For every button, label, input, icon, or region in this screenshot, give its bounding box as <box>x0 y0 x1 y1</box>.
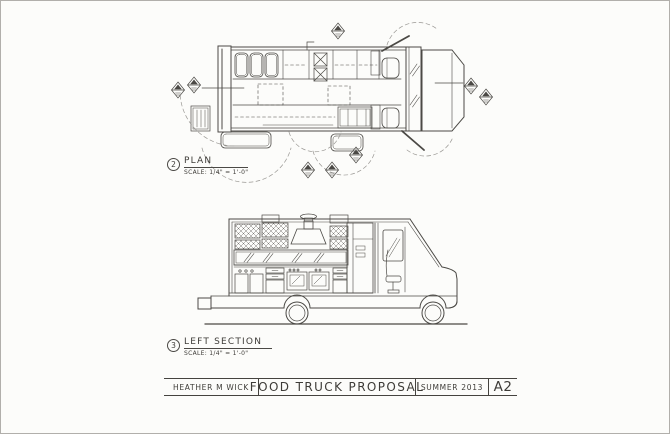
hood-plan <box>421 49 465 132</box>
plan-label-text: PLAN SCALE: 1/4" = 1'-0" <box>184 156 249 176</box>
section-number: 3 <box>171 341 176 350</box>
tall-fridge-cabinet <box>346 222 374 294</box>
plan-scale: SCALE: 1/4" = 1'-0" <box>184 169 249 176</box>
roof-box <box>329 214 349 224</box>
section-title: LEFT SECTION <box>184 337 273 349</box>
elevation-marker-icon <box>171 81 185 99</box>
elevation-marker-icon <box>301 161 315 179</box>
section-scale: SCALE: 1/4" = 1'-0" <box>184 350 249 357</box>
reference-leaders <box>201 41 464 89</box>
counter-top-plan <box>232 49 402 80</box>
rear-generator-box <box>190 105 211 132</box>
oven-two <box>308 271 330 291</box>
title-block-project: FOOD TRUCK PROPOSAL <box>249 380 425 394</box>
plan-number-bubble: 2 <box>167 158 180 171</box>
lower-cabinets-section <box>233 264 349 294</box>
hood-front <box>441 266 458 309</box>
cab-door-window <box>382 229 404 262</box>
chassis <box>210 294 458 309</box>
elevation-marker-icon <box>331 22 345 40</box>
rear-step <box>197 297 212 310</box>
cab-plan <box>370 50 400 130</box>
upper-cabinets-hatched <box>234 214 349 250</box>
truck-body-plan <box>217 45 465 133</box>
elevation-marker-icon <box>325 161 339 179</box>
front-wheel <box>421 301 445 325</box>
roof-box <box>261 214 280 223</box>
rear-door-panel <box>217 45 232 133</box>
driver-seat-section <box>385 249 402 294</box>
oven-one <box>286 271 308 291</box>
driver-seat-plan <box>381 57 400 79</box>
section-label-text: LEFT SECTION SCALE: 1/4" = 1'-0" <box>184 337 273 357</box>
cab-section <box>374 222 406 294</box>
roof-vent-flag <box>306 41 315 51</box>
swing-arcs-dashed <box>179 22 454 183</box>
section-label: 3 LEFT SECTION SCALE: 1/4" = 1'-0" <box>167 337 273 357</box>
elevation-marker-icon <box>187 76 201 94</box>
fold-out-shelves <box>220 131 364 152</box>
windshield-glass-marks <box>409 63 420 108</box>
glass-window-band <box>233 249 349 266</box>
elevation-marker-icon <box>479 88 493 106</box>
plan-label: 2 PLAN SCALE: 1/4" = 1'-0" <box>167 156 249 176</box>
title-block: HEATHER M WICK FOOD TRUCK PROPOSAL SUMME… <box>164 378 517 396</box>
serving-counter-plan <box>232 104 402 129</box>
passenger-seat-plan <box>381 107 400 129</box>
range-burners <box>313 52 328 82</box>
windshield-band-plan <box>405 46 422 132</box>
section-drawing <box>197 213 468 325</box>
section-number-bubble: 3 <box>167 339 180 352</box>
wheels <box>285 301 445 325</box>
elevation-markers <box>171 22 493 179</box>
title-block-sheet-number: A2 <box>493 379 513 395</box>
title-block-date: SUMMER 2013 <box>420 382 484 392</box>
titleblock-divider <box>258 379 259 395</box>
rear-wheel <box>285 301 309 325</box>
appliance-right-plan <box>337 106 373 129</box>
open-doors-plan <box>381 35 425 151</box>
plan-number: 2 <box>171 160 176 169</box>
titleblock-divider <box>488 379 489 395</box>
sink-unit-plan <box>234 52 279 78</box>
cabinet-knobs <box>238 268 322 273</box>
glass-reflection-marks <box>243 252 325 263</box>
titleblock-divider <box>415 379 416 395</box>
plan-drawing <box>171 22 493 183</box>
elevation-marker-icon <box>464 77 478 95</box>
windshield-slope <box>409 218 443 268</box>
roof-vent-cap <box>300 213 317 220</box>
vent-hood <box>290 213 327 245</box>
title-block-author: HEATHER M WICK <box>173 382 249 392</box>
overhead-cabinets-dashed <box>257 83 351 106</box>
elevation-marker-icon <box>349 146 363 164</box>
plan-title: PLAN <box>184 156 249 168</box>
